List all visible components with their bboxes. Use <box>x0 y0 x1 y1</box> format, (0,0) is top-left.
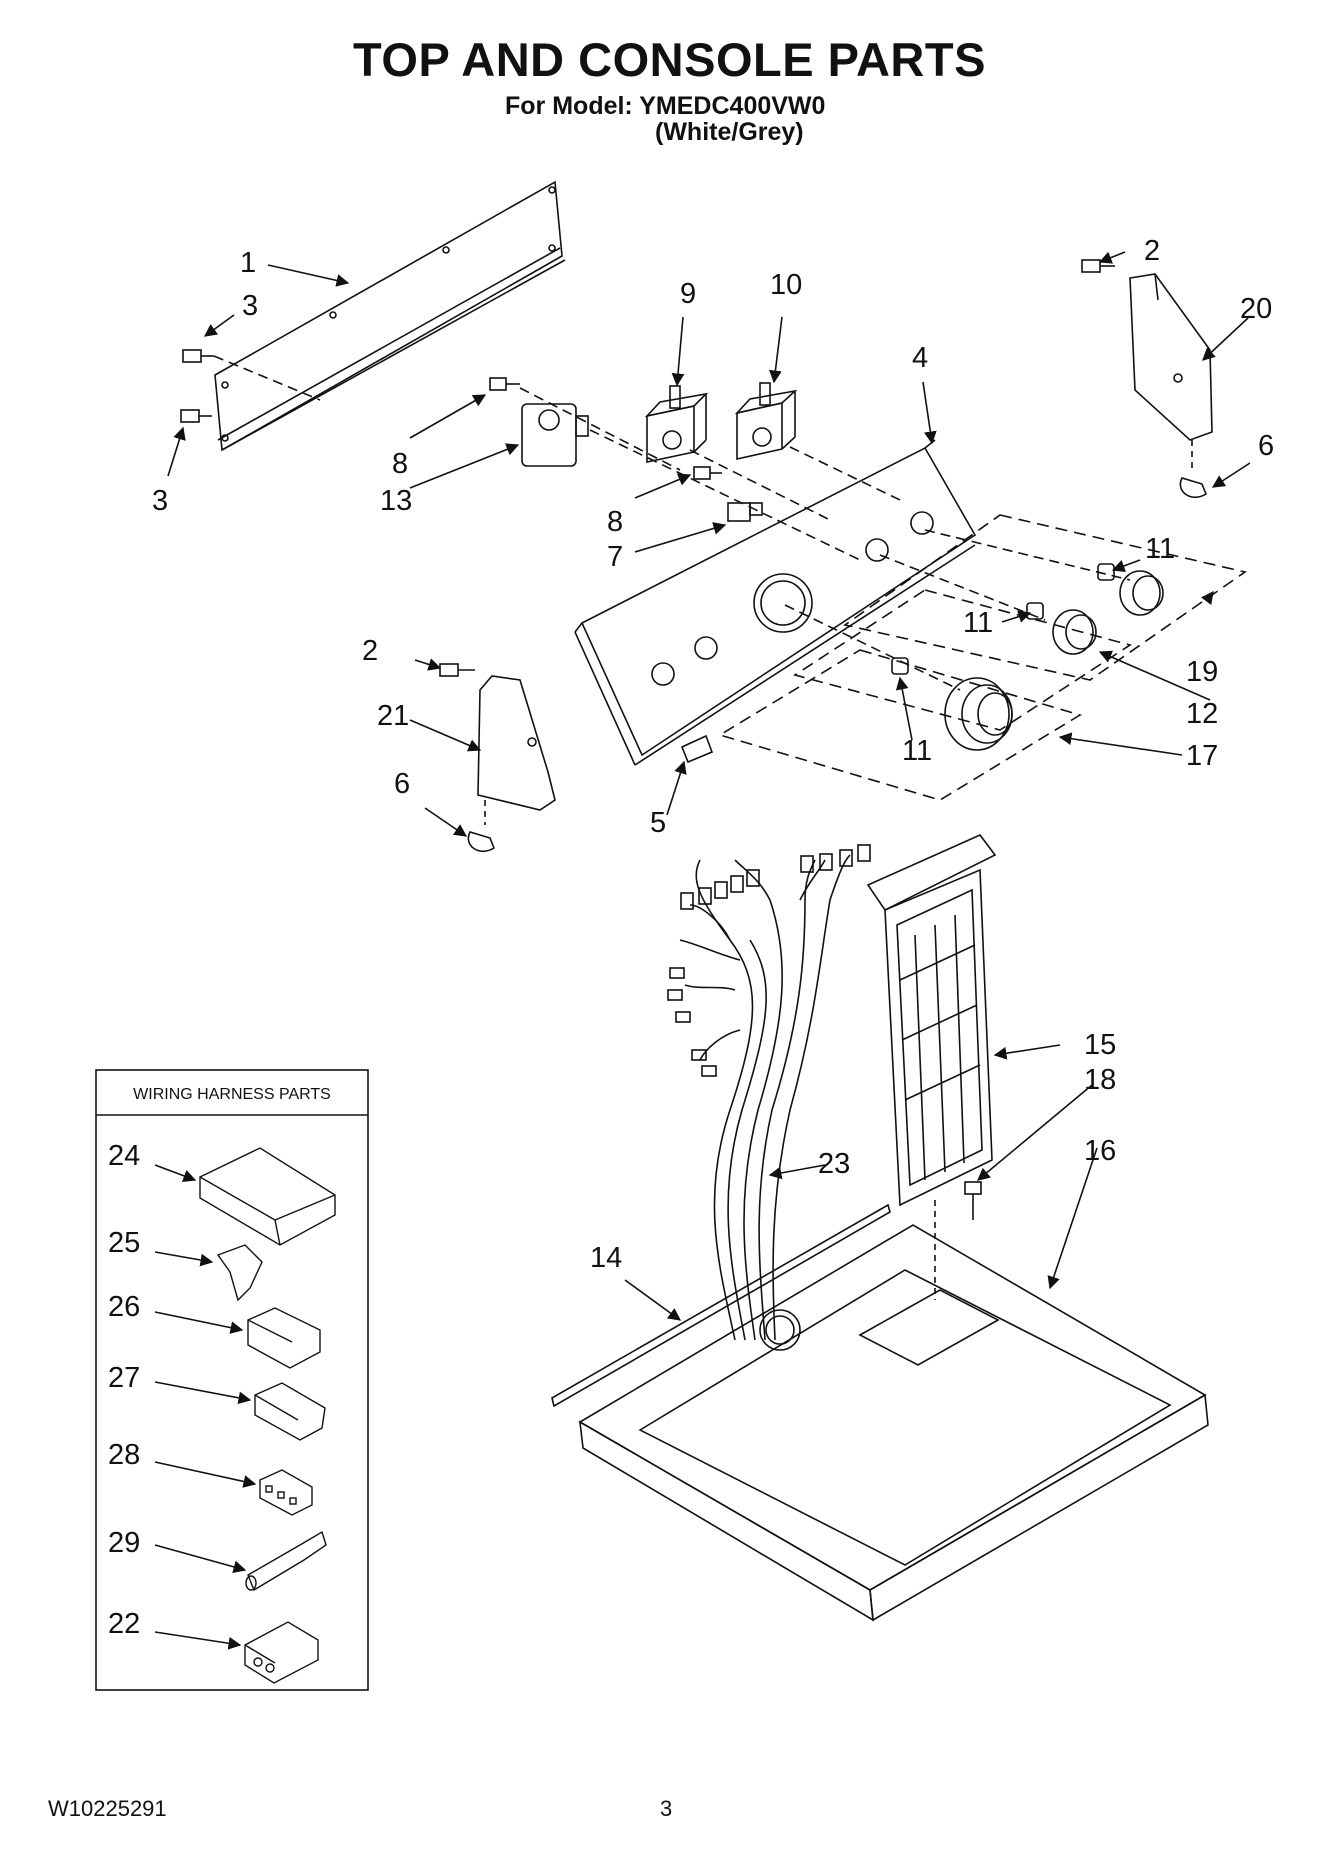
callout-23: 23 <box>818 1148 850 1180</box>
callout-16: 16 <box>1084 1135 1116 1167</box>
lint-screen-part-15 <box>866 834 997 1207</box>
callout-21: 21 <box>377 700 409 732</box>
end-cap-part-21 <box>477 675 556 811</box>
callout-8-lower: 8 <box>607 506 623 538</box>
callout-29: 29 <box>108 1527 140 1559</box>
color-line: (White/Grey) <box>655 118 804 146</box>
callout-2-left: 2 <box>362 635 378 667</box>
switch-part-10 <box>734 382 798 460</box>
callout-7: 7 <box>607 541 623 573</box>
wiring-harness-parts-box: WIRING HARNESS PARTS <box>95 1069 369 1691</box>
end-cap-part-20 <box>1129 273 1213 441</box>
knob-insert-part-7 <box>727 502 763 522</box>
screw-part-3-lower <box>180 409 212 423</box>
terminal-part-29 <box>245 1530 327 1592</box>
callout-28: 28 <box>108 1439 140 1471</box>
clip-part-6-right <box>1179 477 1207 499</box>
callout-10: 10 <box>770 269 802 301</box>
callout-27: 27 <box>108 1362 140 1394</box>
knob-part-19 <box>1119 570 1164 616</box>
console-insert-part-5 <box>680 734 714 764</box>
clip-part-6-left <box>467 831 495 853</box>
callout-11-middle: 11 <box>963 607 993 639</box>
clip-part-11-lower <box>891 657 909 675</box>
connector-part-24 <box>199 1147 336 1246</box>
screw-part-8-upper <box>489 377 520 391</box>
knob-group-12-box <box>793 589 1132 731</box>
top-seal-part-14 <box>551 1203 891 1408</box>
screw-part-3-upper <box>182 349 214 363</box>
callout-12: 12 <box>1186 698 1218 730</box>
callout-18: 18 <box>1084 1064 1116 1096</box>
callout-2-right: 2 <box>1144 235 1160 267</box>
callout-1: 1 <box>240 247 256 279</box>
callout-26: 26 <box>108 1291 140 1323</box>
switch-part-9 <box>644 385 709 463</box>
connector-part-26 <box>247 1307 321 1369</box>
callout-11-lower: 11 <box>902 735 932 767</box>
callout-19: 19 <box>1186 656 1218 688</box>
wire-harness-part-23 <box>667 844 871 1341</box>
callout-3-lower: 3 <box>152 485 168 517</box>
knob-part-12 <box>1052 609 1097 655</box>
callout-9: 9 <box>680 278 696 310</box>
callout-6-right: 6 <box>1258 430 1274 462</box>
rear-panel-part <box>214 180 566 452</box>
connector-part-27 <box>254 1382 326 1441</box>
callout-14: 14 <box>590 1242 622 1274</box>
callout-24: 24 <box>108 1140 140 1172</box>
callout-17: 17 <box>1186 740 1218 772</box>
callout-15: 15 <box>1084 1029 1116 1061</box>
model-line: For Model: YMEDC400VW0 <box>505 92 826 120</box>
screw-part-18 <box>964 1181 982 1220</box>
top-cover-part-16 <box>578 1224 1209 1622</box>
callout-22: 22 <box>108 1608 140 1640</box>
connector-part-28 <box>259 1469 313 1516</box>
console-part <box>574 439 977 766</box>
callout-11-upper: 11 <box>1145 533 1175 565</box>
callout-3-upper: 3 <box>242 290 258 322</box>
page-number: 3 <box>660 1796 673 1821</box>
connector-part-22 <box>244 1621 319 1684</box>
screw-part-2-right <box>1081 259 1115 273</box>
callout-25: 25 <box>108 1227 140 1259</box>
callout-20: 20 <box>1240 293 1272 325</box>
wiring-box-title: WIRING HARNESS PARTS <box>133 1086 331 1103</box>
callout-4: 4 <box>912 342 928 374</box>
callout-6-left: 6 <box>394 768 410 800</box>
callout-13: 13 <box>380 485 412 517</box>
screw-part-2-left <box>439 663 475 677</box>
connector-part-25 <box>216 1244 263 1302</box>
knob-group-19-box <box>843 514 1247 681</box>
timer-part <box>521 403 589 467</box>
document-number: W10225291 <box>48 1796 167 1821</box>
knob-group-17-box <box>718 649 1082 801</box>
screw-part-8-lower <box>693 466 722 480</box>
knob-part-17 <box>944 677 1013 751</box>
page-title: TOP AND CONSOLE PARTS <box>353 33 986 86</box>
callout-8-upper: 8 <box>392 448 408 480</box>
callout-5: 5 <box>650 807 666 839</box>
